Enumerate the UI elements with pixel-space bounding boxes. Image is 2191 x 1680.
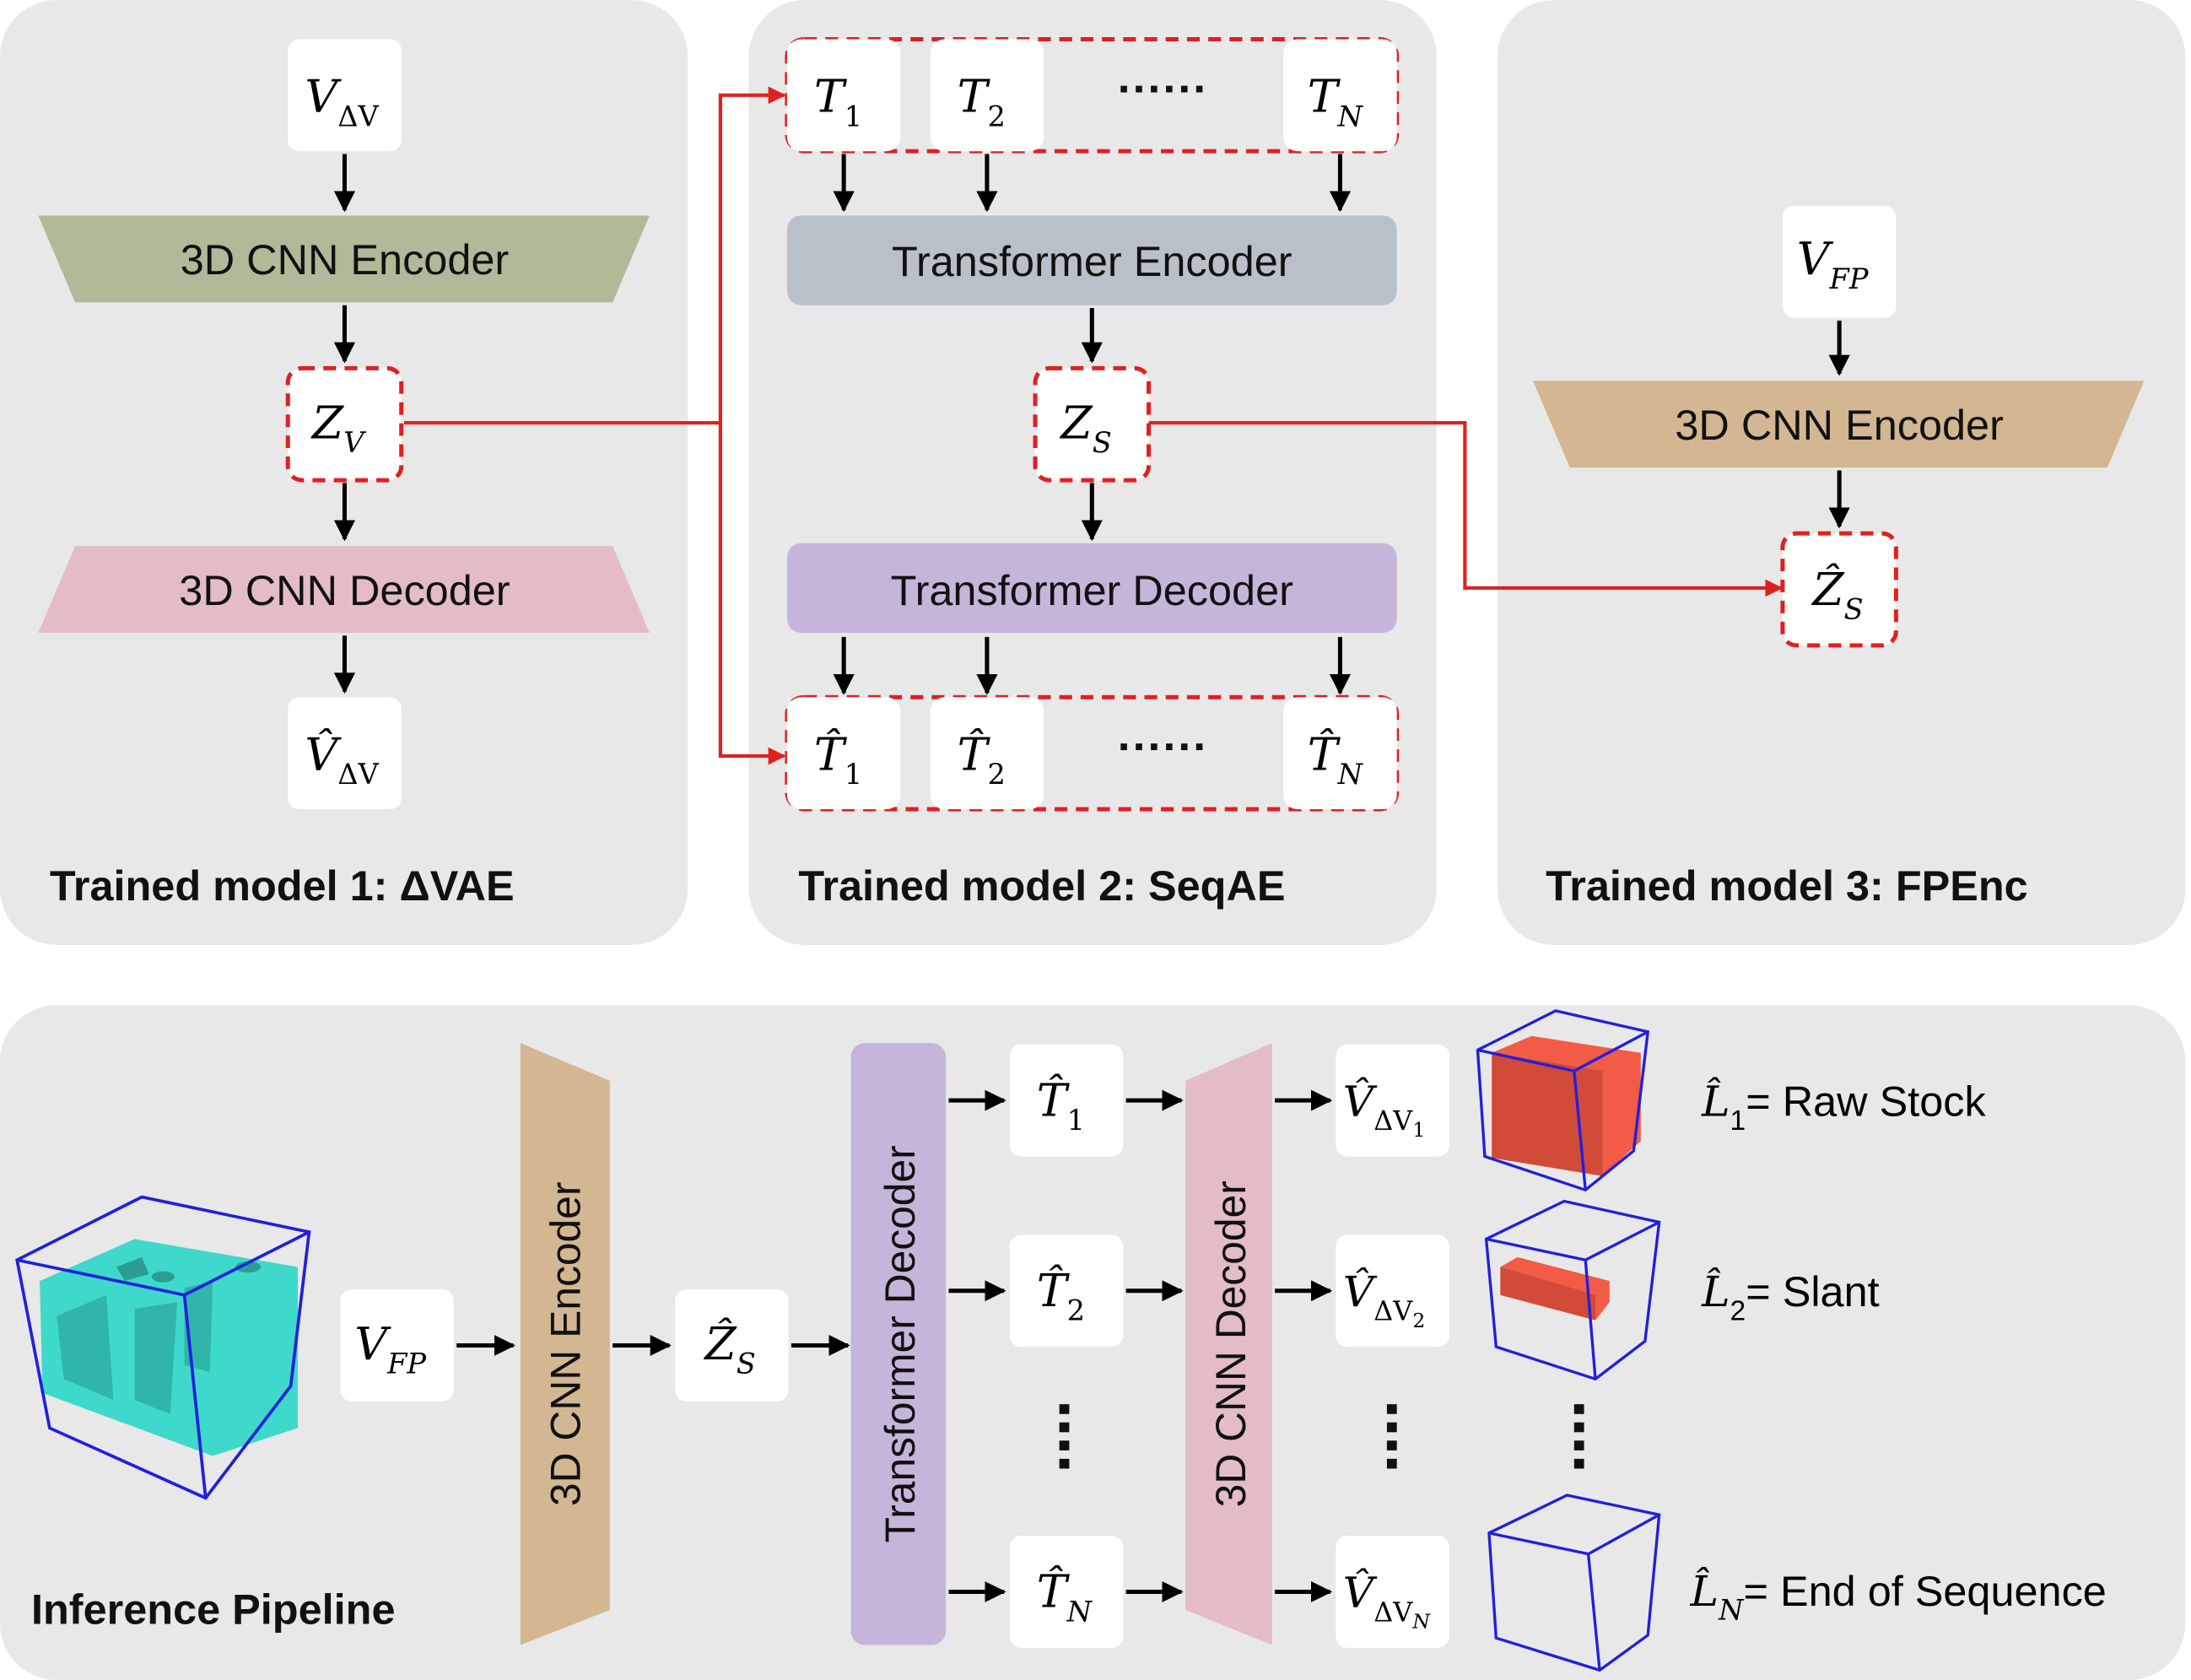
zv-to-tokens-arrow [404, 86, 786, 425]
svg-text:T2: T2 [958, 70, 1006, 132]
token-box [1009, 1536, 1124, 1648]
svg-text:T̂2: T̂2 [958, 727, 1006, 791]
panel-model3 [1498, 0, 2186, 945]
label-end-of-sequence: L̂N= End of Sequence [1690, 1566, 2107, 1626]
latent-box [1780, 531, 1898, 648]
volume-box [1336, 1536, 1449, 1648]
cnn-encoder-trapezoid [38, 215, 650, 303]
vertical-ellipsis [1386, 1404, 1397, 1469]
token-box [786, 697, 901, 809]
token-box [1283, 697, 1397, 809]
token-box [1009, 1234, 1124, 1348]
svg-text:T1: T1 [814, 70, 862, 132]
fp-encoder-trapezoid [1533, 381, 2145, 468]
vertical-ellipsis [1059, 1404, 1070, 1469]
volume-box [1336, 1044, 1449, 1157]
latent-box [285, 365, 404, 483]
svg-text:V̂ΔV1: V̂ΔV1 [1343, 1077, 1426, 1143]
inference-cnn-encoder [520, 1043, 610, 1645]
zv-to-output-tokens-arrow [718, 423, 786, 765]
inference-transformer-decoder [850, 1043, 947, 1645]
svg-text:V̂ΔV: V̂ΔV [305, 727, 379, 791]
input-box [288, 39, 402, 152]
inference-decoder-label: 3D CNN Decoder [1207, 1180, 1255, 1507]
inference-cnn-decoder [1185, 1043, 1272, 1645]
cnn-decoder-trapezoid [38, 546, 650, 633]
latent-box [675, 1289, 789, 1402]
model2-title: Trained model 2: SeqAE [798, 862, 1285, 910]
raw-stock-volume [1476, 1009, 1650, 1192]
svg-text:V̂ΔVN: V̂ΔVN [1343, 1568, 1432, 1634]
volume-box [1336, 1234, 1449, 1348]
transformer-decoder-block [786, 543, 1397, 633]
slant-volume [1484, 1199, 1661, 1381]
svg-text:TN: TN [1308, 70, 1364, 132]
model3-title: Trained model 3: FPEnc [1546, 862, 2028, 910]
vertical-ellipsis [1573, 1404, 1584, 1469]
token-box [1009, 1044, 1124, 1157]
svg-text:ẐS: ẐS [1811, 562, 1863, 625]
input-box [1782, 205, 1897, 318]
end-volume [1487, 1494, 1661, 1672]
model1-title: Trained model 1: ΔVAE [50, 862, 515, 910]
zs-to-zhat-arrow [1148, 420, 1784, 597]
ellipsis: ······ [1118, 64, 1208, 114]
svg-text:VFP: VFP [354, 1317, 426, 1380]
svg-text:V̂ΔV2: V̂ΔV2 [1343, 1267, 1426, 1332]
input-box [340, 1289, 454, 1402]
svg-text:VΔV: VΔV [305, 70, 379, 132]
inference-transformer-label: Transformer Decoder [877, 1145, 924, 1542]
svg-text:ZV: ZV [310, 397, 367, 459]
cnn-encoder-label: 3D CNN Encoder [181, 236, 509, 284]
label-raw-stock: L̂1= Raw Stock [1701, 1077, 1987, 1137]
svg-text:ZS: ZS [1059, 397, 1111, 459]
part-3d-model [15, 1195, 311, 1500]
label-slant: L̂2= Slant [1701, 1267, 1880, 1326]
token-box [786, 39, 901, 152]
transformer-encoder-block [786, 215, 1397, 305]
svg-text:T̂1: T̂1 [1037, 1073, 1085, 1137]
inference-title: Inference Pipeline [31, 1586, 396, 1634]
token-box [930, 39, 1044, 152]
svg-text:T̂N: T̂N [1037, 1564, 1093, 1628]
latent-box [1033, 365, 1152, 483]
inference-encoder-label: 3D CNN Encoder [542, 1182, 589, 1506]
transformer-decoder-label: Transformer Decoder [891, 567, 1293, 614]
token-box [930, 697, 1044, 809]
token-box [1283, 39, 1397, 152]
svg-text:T̂1: T̂1 [814, 727, 862, 791]
svg-text:T̂2: T̂2 [1037, 1264, 1085, 1327]
svg-text:VFP: VFP [1797, 233, 1869, 295]
output-box [288, 697, 402, 809]
fp-encoder-label: 3D CNN Encoder [1675, 402, 2003, 449]
svg-text:T̂N: T̂N [1308, 727, 1364, 791]
cnn-decoder-label: 3D CNN Decoder [179, 567, 510, 614]
svg-text:ẐS: ẐS [703, 1316, 755, 1380]
ellipsis: ······ [1118, 722, 1208, 772]
transformer-encoder-label: Transformer Encoder [892, 238, 1292, 285]
